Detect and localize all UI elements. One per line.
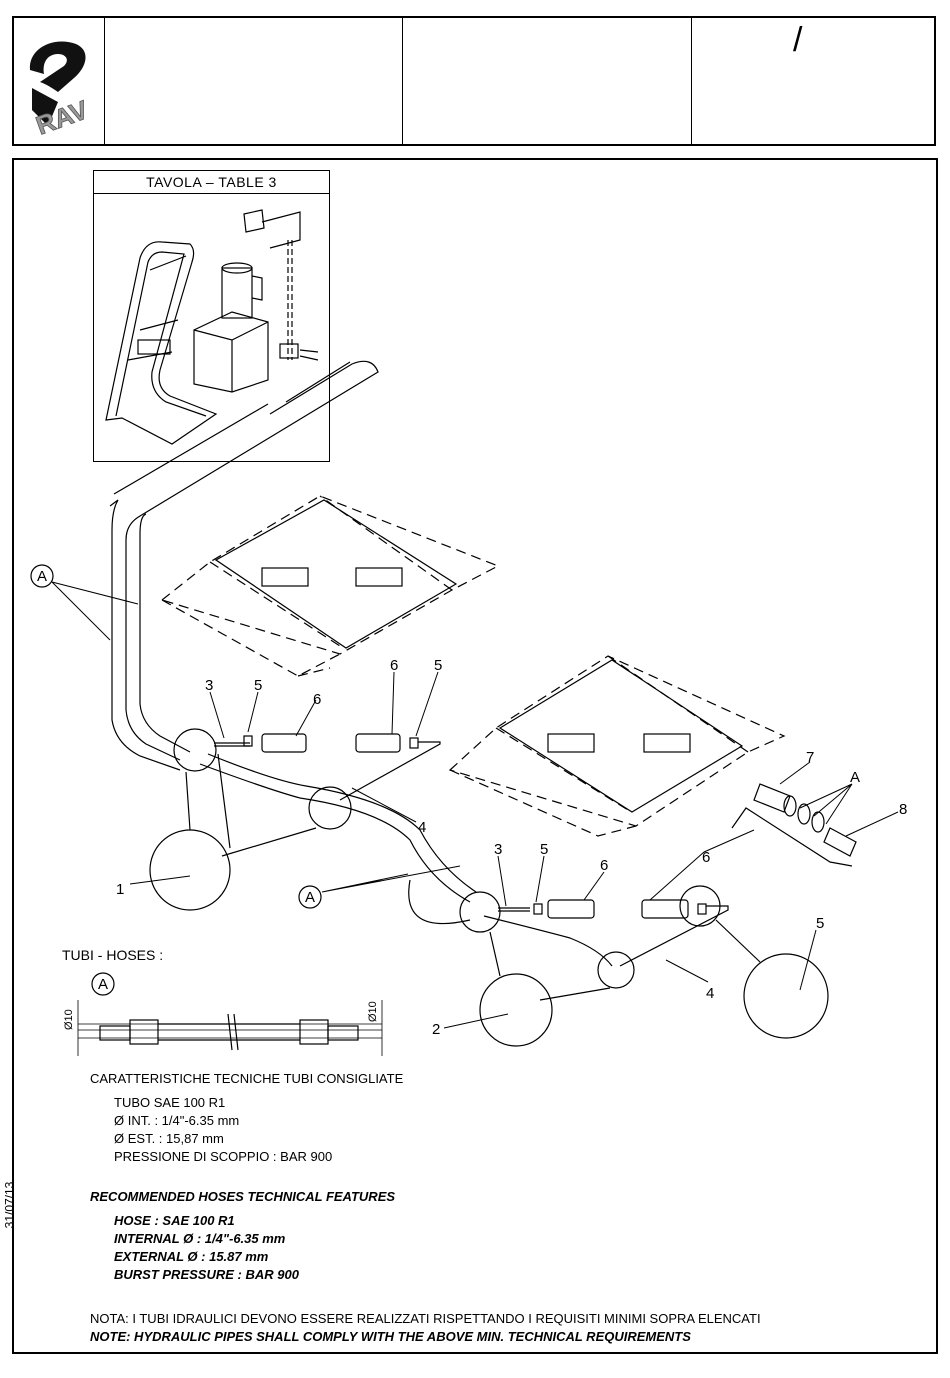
upper-platform-inner — [214, 499, 458, 649]
callout-a: A — [98, 976, 108, 993]
hose-diameter-left: Ø10 — [63, 1009, 75, 1030]
callout-labels: A A A 3 5 6 6 5 4 1 3 5 6 6 4 7 A 8 5 2 — [37, 568, 907, 1038]
callout-6: 6 — [390, 657, 398, 674]
callout-4: 4 — [418, 819, 426, 836]
fitting-group-lower — [459, 885, 829, 1047]
hose-a-second — [199, 753, 613, 967]
callout-5: 5 — [254, 677, 262, 694]
callout-7: 7 — [806, 749, 814, 766]
callout-8: 8 — [899, 801, 907, 818]
title-divider — [104, 18, 105, 144]
hose-diameter-right: Ø10 — [367, 1001, 379, 1022]
lower-platform-inner — [498, 659, 744, 813]
title-block — [12, 16, 936, 146]
spec-it-line: PRESSIONE DI SCOPPIO : BAR 900 — [114, 1149, 333, 1164]
spec-en-line: BURST PRESSURE : BAR 900 — [114, 1267, 299, 1282]
table-title: TAVOLA – TABLE 3 — [94, 171, 329, 194]
logo-text: RAV — [32, 94, 93, 140]
spec-it-line: TUBO SAE 100 R1 — [114, 1095, 226, 1110]
spec-en-line: INTERNAL Ø : 1/4"-6.35 mm — [114, 1231, 286, 1246]
title-divider — [402, 18, 403, 144]
callout-4: 4 — [706, 985, 714, 1002]
lift-stand — [105, 241, 218, 445]
callout-circle-a — [30, 564, 54, 588]
callout-6: 6 — [600, 857, 608, 874]
note-it: NOTA: I TUBI IDRAULICI DEVONO ESSERE REA… — [90, 1311, 761, 1326]
leader-lines — [51, 581, 899, 1029]
spec-en-title: RECOMMENDED HOSES TECHNICAL FEATURES — [90, 1189, 396, 1204]
power-unit — [193, 209, 319, 393]
spec-it-line: Ø INT. : 1/4"-6.35 mm — [114, 1113, 240, 1128]
callout-5: 5 — [540, 841, 548, 858]
callout-5: 5 — [434, 657, 442, 674]
callout-6: 6 — [313, 691, 321, 708]
spec-it-title: CARATTERISTICHE TECNICHE TUBI CONSIGLIAT… — [90, 1071, 404, 1086]
drawing-date: 31/07/13 — [2, 1181, 17, 1229]
callout-a: A — [850, 769, 860, 786]
callout-circle-a — [298, 885, 322, 909]
callout-a: A — [305, 889, 315, 906]
fitting-group-upper — [149, 728, 441, 911]
callout-6: 6 — [702, 849, 710, 866]
callout-1: 1 — [116, 881, 124, 898]
drawing-frame — [12, 158, 938, 1354]
title-divider — [691, 18, 692, 144]
callout-circle-a — [91, 972, 115, 996]
cylinder-parts — [731, 783, 857, 867]
callout-3: 3 — [494, 841, 502, 858]
spec-it-line: Ø EST. : 15,87 mm — [114, 1131, 224, 1146]
hose-section-drawing — [77, 1000, 383, 1056]
callout-3: 3 — [205, 677, 213, 694]
rav-logo: RAV — [29, 41, 93, 140]
note-en: NOTE: HYDRAULIC PIPES SHALL COMPLY WITH … — [90, 1329, 691, 1344]
lower-platform — [448, 655, 786, 837]
callout-a: A — [37, 568, 47, 585]
callout-5: 5 — [816, 915, 824, 932]
spec-en-line: HOSE : SAE 100 R1 — [114, 1213, 235, 1228]
spec-en-line: EXTERNAL Ø : 15.87 mm — [114, 1249, 269, 1264]
revision-mark: / — [793, 21, 803, 59]
inset-table: TAVOLA – TABLE 3 — [93, 170, 330, 462]
hoses-label: TUBI - HOSES : — [62, 947, 163, 963]
hose-a-long — [109, 360, 379, 771]
upper-platform — [160, 495, 500, 677]
callout-2: 2 — [432, 1021, 440, 1038]
